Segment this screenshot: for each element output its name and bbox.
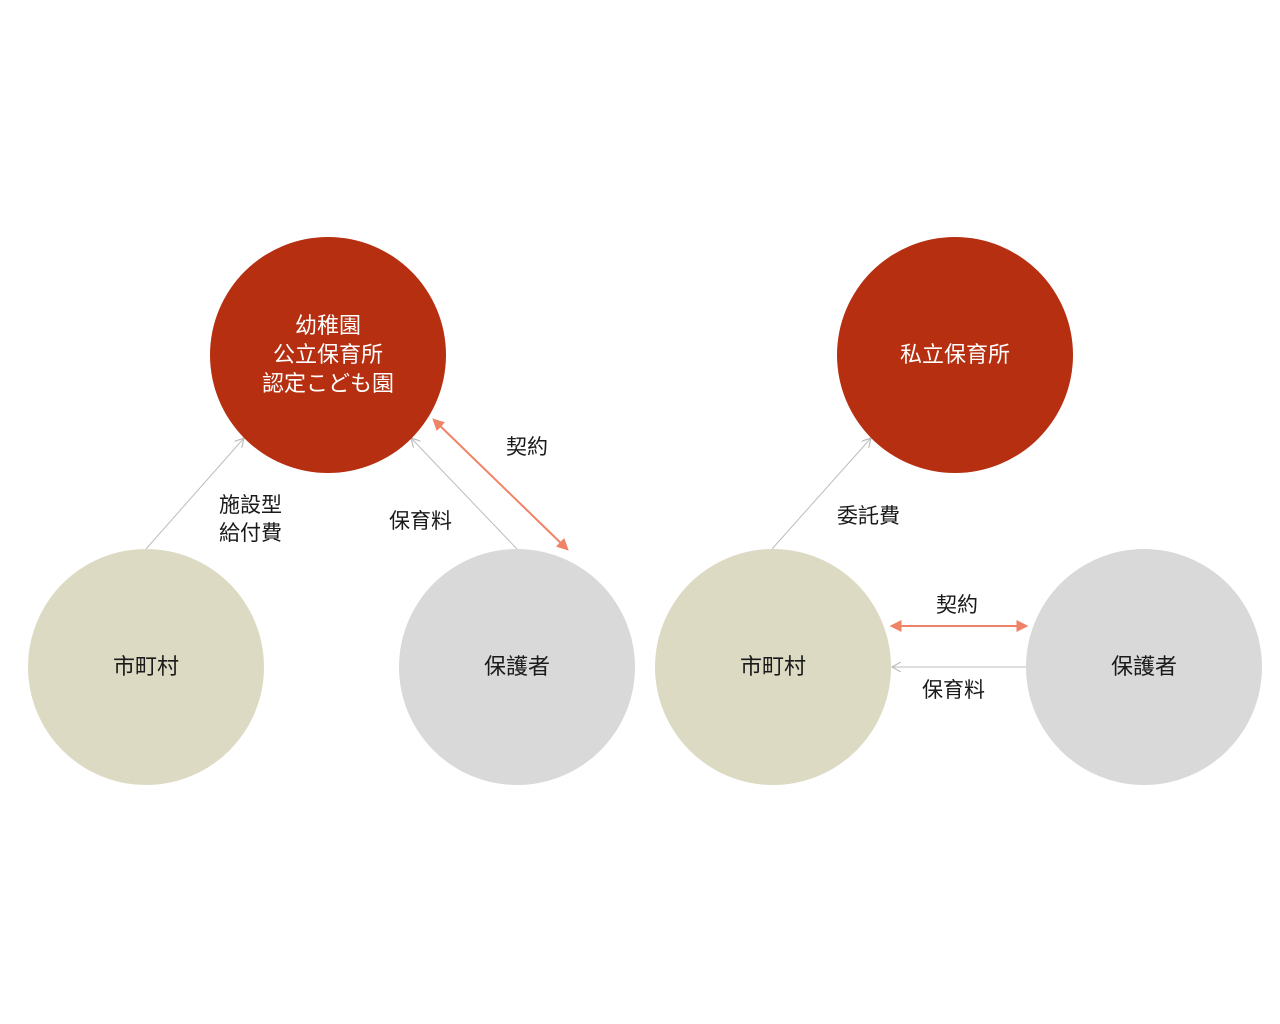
facility-label: 私立保育所 — [899, 342, 1010, 368]
facility-node-public: 幼稚園 公立保育所 認定こども園 — [210, 237, 446, 473]
municipality-node: 市町村 — [655, 549, 891, 785]
consignment-label-text: 委託費 — [837, 504, 900, 528]
facility-label-line: 公立保育所 — [272, 342, 383, 368]
facility-node-private: 私立保育所 — [837, 237, 1073, 473]
facility-label-line: 幼稚園 — [294, 313, 361, 339]
guardian-node: 保護者 — [1026, 549, 1262, 785]
guardian-label: 保護者 — [1110, 654, 1177, 680]
contract-label: 契約 — [936, 591, 978, 619]
contract-arrow — [432, 418, 569, 551]
municipality-label: 市町村 — [112, 654, 179, 680]
fee-label-text: 保育料 — [389, 509, 452, 533]
guardian-node: 保護者 — [399, 549, 635, 785]
fee-label: 保育料 — [389, 507, 452, 535]
contract-label-text: 契約 — [506, 435, 548, 459]
consignment-arrow — [771, 438, 871, 550]
subsidy-label-line: 給付費 — [219, 521, 282, 545]
subsidy-label: 施設型 給付費 — [219, 491, 282, 547]
fee-label-text: 保育料 — [922, 678, 985, 702]
facility-label-line: 認定こども園 — [261, 371, 394, 397]
fee-label: 保育料 — [922, 676, 985, 704]
subsidy-label-line: 施設型 — [219, 493, 282, 517]
contract-label-text: 契約 — [936, 593, 978, 617]
municipality-label: 市町村 — [739, 654, 806, 680]
contract-label: 契約 — [506, 433, 548, 461]
guardian-label: 保護者 — [483, 654, 550, 680]
consignment-label: 委託費 — [837, 502, 900, 530]
subsidy-arrow — [145, 438, 244, 550]
municipality-node: 市町村 — [28, 549, 264, 785]
